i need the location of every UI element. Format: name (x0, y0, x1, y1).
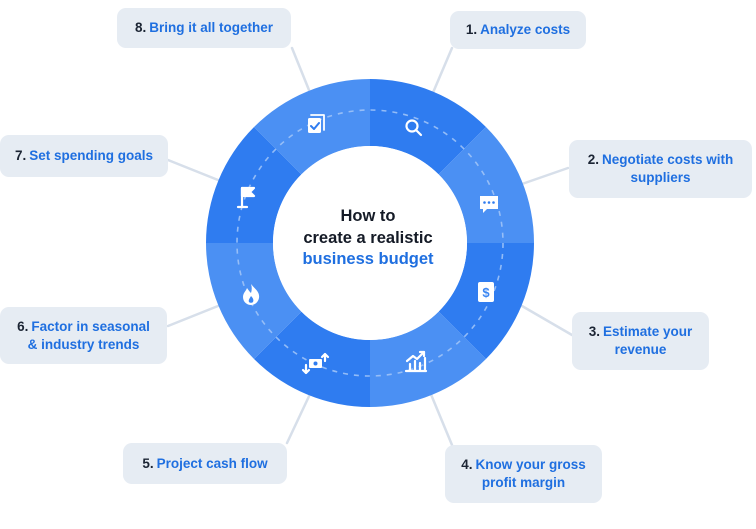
connector-step-6 (166, 304, 220, 328)
flame-icon (243, 284, 260, 305)
connector-step-1 (430, 46, 454, 97)
chat-bubble-icon (480, 196, 498, 213)
step-6-box: 6.Factor in seasonal & industry trends (0, 307, 167, 364)
connector-lines (166, 46, 574, 447)
title-line-1: How to (340, 207, 396, 225)
ring-segment-step-2 (438, 127, 534, 243)
step-5-number: 5. (142, 455, 154, 471)
step-2-box: 2.Negotiate costs with suppliers (569, 140, 752, 198)
step-4-number: 4. (461, 457, 473, 472)
step-8-number: 8. (134, 20, 147, 35)
title-line-3: business budget (302, 250, 434, 268)
step-6-number: 6. (17, 318, 29, 334)
ring-dashed-guide (236, 109, 504, 377)
step-5-box: 5.Project cash flow (123, 443, 287, 484)
bar-chart-icon (404, 350, 428, 373)
step-6-label: Factor in seasonal & industry trends (27, 318, 150, 352)
cash-flow-icon (301, 352, 330, 375)
step-8-box: 8.Bring it all together (117, 8, 291, 48)
step-2-number: 2. (587, 152, 599, 167)
connector-step-7 (166, 158, 220, 182)
svg-text:$: $ (482, 285, 490, 300)
ring-segment-step-1 (370, 79, 486, 175)
flag-icon (236, 186, 256, 209)
magnifier-icon (405, 119, 423, 137)
step-5-label: Project cash flow (156, 455, 268, 471)
connector-step-2 (520, 166, 570, 186)
step-8-label: Bring it all together (149, 20, 274, 35)
checklist-icon (308, 114, 325, 133)
connector-step-3 (520, 304, 574, 337)
connector-step-4 (428, 390, 454, 447)
connector-step-5 (285, 390, 313, 445)
step-1-label: Analyze costs (480, 22, 571, 37)
ring-segment-step-4 (370, 311, 486, 407)
connector-step-8 (290, 46, 313, 97)
step-3-label: Estimate your revenue (602, 324, 693, 357)
step-7-label: Set spending goals (29, 148, 154, 163)
step-7-box: 7.Set spending goals (0, 135, 168, 177)
title-line-2: create a realistic (303, 228, 433, 247)
dollar-icon: $ (478, 282, 494, 302)
step-2-label: Negotiate costs with suppliers (601, 152, 734, 185)
step-3-box: 3.Estimate your revenue (572, 312, 709, 370)
center-circle (273, 146, 467, 340)
step-4-label: Know your gross profit margin (475, 457, 586, 490)
center-title: How to create a realistic business budge… (268, 206, 468, 271)
step-1-box: 1.Analyze costs (450, 11, 586, 49)
ring-segment-step-7 (206, 127, 302, 243)
step-4-box: 4.Know your gross profit margin (445, 445, 602, 503)
step-1-number: 1. (465, 22, 478, 37)
step-7-number: 7. (14, 148, 27, 163)
step-3-number: 3. (588, 324, 600, 339)
